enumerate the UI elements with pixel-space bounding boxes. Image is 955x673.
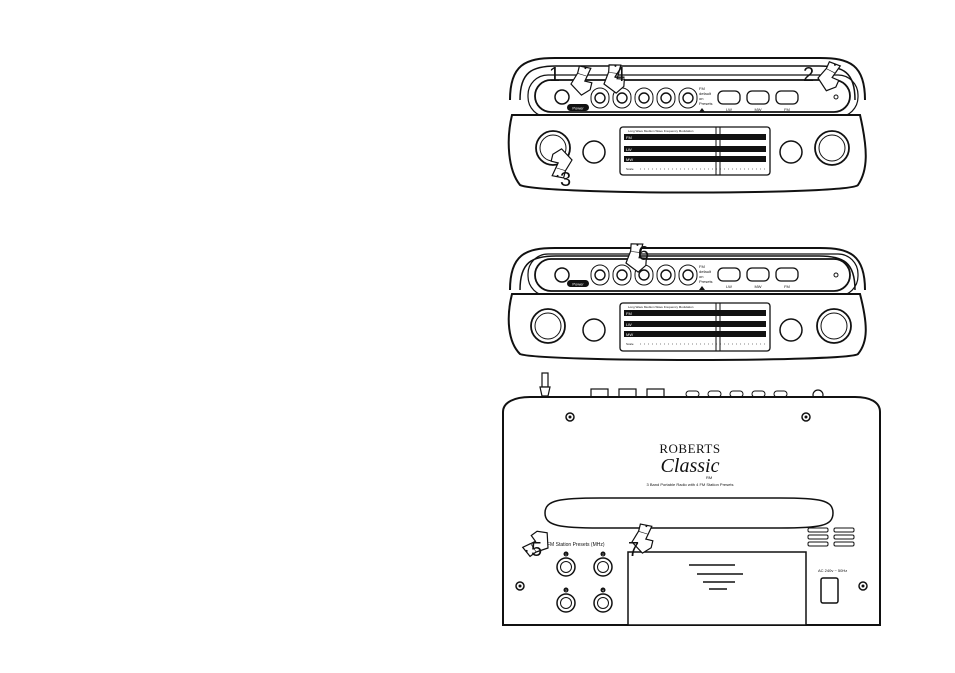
brand-logo: ROBERTS — [659, 441, 720, 456]
callout-1-number: 1 — [549, 64, 560, 86]
band-button-fm-2[interactable] — [775, 267, 799, 282]
preset-knob-1-number: 1 — [565, 553, 567, 557]
radio-front-middle: Power FM default on Presets LW MW FM — [507, 247, 867, 361]
dial-scale-label: Scale — [626, 167, 634, 171]
callout-2: 2 — [803, 59, 845, 93]
preset-knob-3[interactable]: 3 — [556, 587, 576, 613]
presets-title: FM Station Presets (MHz) — [547, 542, 605, 548]
band-label-fm: FM — [784, 107, 790, 112]
power-label: Power — [572, 106, 584, 111]
preset-button-4[interactable] — [656, 87, 676, 109]
preset-button-1b[interactable] — [590, 264, 610, 286]
tone-knob[interactable] — [582, 140, 606, 164]
fm-default-line-3b: on — [699, 274, 703, 279]
callout-7: 7 — [626, 520, 660, 561]
preset-button-5[interactable] — [678, 87, 698, 109]
preset-buttons — [590, 87, 698, 109]
band-button-lw[interactable] — [717, 90, 741, 105]
model-sub: RM — [706, 475, 712, 480]
radio-front-top: Power FM default on Presets LW MW FM — [507, 57, 867, 194]
fm-default-line-4: Presets — [699, 101, 713, 106]
callout-6: 6 — [618, 238, 655, 276]
dial-band-fm: FM — [626, 135, 632, 140]
preset-knob-3-number: 3 — [565, 589, 567, 593]
callout-7-number: 7 — [628, 539, 639, 561]
fm-default-line-1: FM — [699, 86, 705, 91]
volume-knob-2[interactable] — [530, 308, 566, 344]
band-label-lw-2: LW — [726, 284, 732, 289]
band-label-lw: LW — [726, 107, 732, 112]
power-button[interactable] — [554, 89, 570, 105]
dial-band-fm-2: FM — [626, 311, 632, 316]
callout-2-number: 2 — [803, 64, 814, 86]
band-label-fm-2: FM — [784, 284, 790, 289]
dial-band-lw-2: LW — [626, 322, 632, 327]
tone-knob-2[interactable] — [582, 318, 606, 342]
callout-6-number: 6 — [638, 243, 649, 265]
fm-default-line-1b: FM — [699, 264, 705, 269]
dial-band-mw-2: MW — [626, 332, 633, 337]
preset-button-1[interactable] — [590, 87, 610, 109]
power-label-2: Power — [572, 282, 584, 287]
preset-button-3[interactable] — [634, 87, 654, 109]
callout-4: 4 — [596, 59, 633, 97]
side-knob-2[interactable] — [779, 318, 803, 342]
tuning-dial: Long Wave Medium Wave Frequency Modulati… — [619, 126, 771, 176]
speaker-grille — [807, 527, 855, 547]
callout-5-number: 5 — [531, 539, 542, 561]
fm-default-line-2: default — [699, 91, 712, 96]
preset-knob-4-number: 4 — [602, 589, 604, 593]
band-button-mw[interactable] — [746, 90, 770, 105]
callout-3: 3 — [544, 146, 578, 191]
preset-buttons-2 — [590, 264, 698, 286]
callout-3-number: 3 — [560, 169, 571, 191]
preset-knob-1[interactable]: 1 — [556, 551, 576, 577]
callout-5: 5 — [520, 526, 554, 562]
band-button-fm[interactable] — [775, 90, 799, 105]
fm-default-line-2b: default — [699, 269, 712, 274]
preset-knob-4[interactable]: 4 — [593, 587, 613, 613]
band-label-mw-2: MW — [754, 284, 761, 289]
band-button-mw-2[interactable] — [746, 267, 770, 282]
fm-default-line-4b: Presets — [699, 279, 713, 284]
ac-socket[interactable] — [820, 577, 839, 604]
band-label-mw: MW — [754, 107, 761, 112]
preset-knob-2[interactable]: 2 — [593, 551, 613, 577]
callout-1: 1 — [549, 62, 599, 98]
side-knob[interactable] — [779, 140, 803, 164]
ac-label: AC 240v ~ 50Hz — [818, 568, 847, 573]
callout-4-number: 4 — [614, 64, 625, 86]
dial-band-lw: LW — [626, 147, 632, 152]
dial-header: Long Wave Medium Wave Frequency Modulati… — [628, 129, 694, 133]
tuning-dial-2: Long Wave Medium Wave Frequency Modulati… — [619, 302, 771, 352]
preset-button-2b[interactable] — [612, 264, 632, 286]
model-logo: Classic — [661, 455, 720, 477]
preset-button-5b[interactable] — [678, 264, 698, 286]
tagline: 3 Band Portable Radio with 4 FM Station … — [647, 482, 734, 487]
band-button-lw-2[interactable] — [717, 267, 741, 282]
tuning-knob-2[interactable] — [816, 308, 852, 344]
preset-knob-2-number: 2 — [602, 553, 604, 557]
power-button-2[interactable] — [554, 267, 570, 283]
preset-button-4b[interactable] — [656, 264, 676, 286]
radio-back: ROBERTS Classic RM 3 Band Portable Radio… — [502, 372, 881, 626]
preset-button-2[interactable] — [612, 87, 632, 109]
dial-band-mw: MW — [626, 157, 633, 162]
dial-header-2: Long Wave Medium Wave Frequency Modulati… — [628, 305, 694, 309]
fm-default-line-3: on — [699, 96, 703, 101]
dial-scale-label-2: Scale — [626, 342, 634, 346]
tuning-knob[interactable] — [814, 130, 850, 166]
